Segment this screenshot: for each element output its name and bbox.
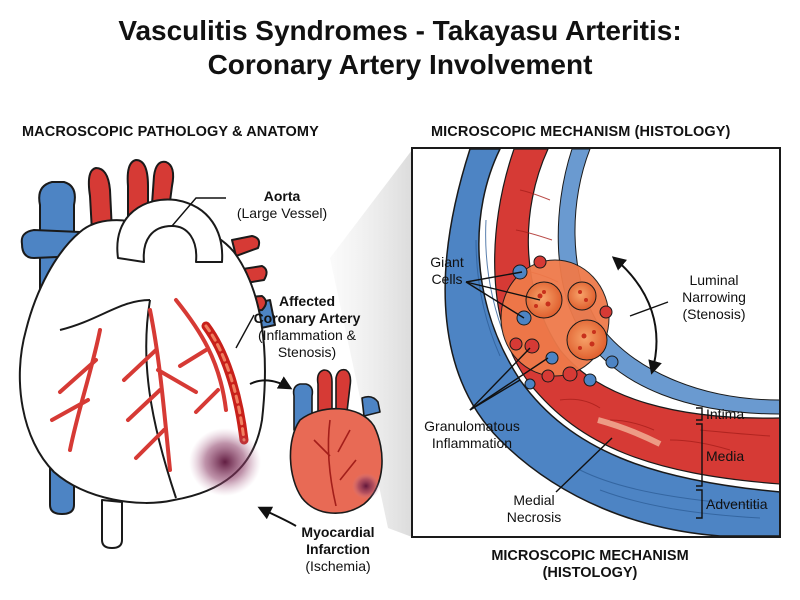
title-line-2: Coronary Artery Involvement bbox=[207, 49, 593, 80]
necrosis-line-2: Necrosis bbox=[506, 509, 562, 525]
granulomatous-line-2: Inflammation bbox=[431, 435, 513, 451]
lumen-line-3: (Stenosis) bbox=[682, 306, 746, 322]
coronary-leader bbox=[235, 314, 255, 349]
aorta-subtitle: (Large Vessel) bbox=[236, 205, 328, 221]
coronary-to-heart-arrow bbox=[249, 376, 293, 390]
micro-bottom-heading-1: MICROSCOPIC MECHANISM bbox=[491, 548, 689, 564]
giant-cells-line-1: Giant bbox=[430, 254, 464, 270]
granulomatous-leader-3 bbox=[469, 379, 521, 411]
title-line-1: Vasculitis Syndromes - Takayasu Arteriti… bbox=[118, 15, 682, 46]
intima-label: Intima bbox=[706, 406, 745, 422]
adventitia-label: Adventitia bbox=[706, 496, 768, 512]
aorta-leader bbox=[171, 197, 226, 227]
coronary-label: Affected Coronary Artery (Inflammation &… bbox=[232, 293, 382, 361]
mi-title-1: Myocardial bbox=[301, 524, 375, 540]
media-label: Media bbox=[706, 448, 745, 464]
lumen-line-2: Narrowing bbox=[682, 289, 746, 305]
necrosis-leader bbox=[555, 437, 613, 493]
giant-cells-label: Giant Cells bbox=[420, 254, 474, 288]
granulomatous-line-1: Granulomatous bbox=[424, 418, 520, 434]
giant-cells-leader-2 bbox=[465, 281, 525, 319]
micro-bottom-heading-2: (HISTOLOGY) bbox=[542, 565, 638, 581]
mi-subtitle: (Ischemia) bbox=[305, 558, 371, 574]
giant-cells-leader-3 bbox=[465, 281, 541, 301]
coronary-subtitle-1: (Inflammation & bbox=[257, 327, 357, 343]
granulomatous-leader-2 bbox=[469, 357, 549, 411]
mi-title-2: Infarction bbox=[306, 541, 370, 557]
necrosis-line-1: Medial bbox=[513, 492, 555, 508]
macro-section-heading: MACROSCOPIC PATHOLOGY & ANATOMY bbox=[22, 124, 319, 140]
giant-cells-leader-1 bbox=[465, 271, 523, 283]
giant-cells-line-2: Cells bbox=[431, 271, 463, 287]
zoom-callout-wedge bbox=[330, 150, 412, 537]
coronary-title-2: Coronary Artery bbox=[253, 310, 361, 326]
heart-illustration bbox=[18, 159, 276, 549]
lumen-line-1: Luminal bbox=[689, 272, 739, 288]
coronary-title-1: Affected bbox=[278, 293, 335, 309]
micro-bottom-heading: MICROSCOPIC MECHANISM (HISTOLOGY) bbox=[420, 548, 760, 582]
mi-pointer-arrow bbox=[257, 506, 297, 527]
luminal-narrowing-arrow bbox=[611, 256, 662, 375]
page-title: Vasculitis Syndromes - Takayasu Arteriti… bbox=[0, 14, 800, 82]
aorta-title: Aorta bbox=[263, 188, 301, 204]
luminal-narrowing-label: Luminal Narrowing (Stenosis) bbox=[664, 272, 764, 323]
media-bracket bbox=[696, 423, 703, 487]
aorta-label: Aorta (Large Vessel) bbox=[222, 188, 342, 222]
granulomatous-label: Granulomatous Inflammation bbox=[414, 418, 530, 452]
mi-label: Myocardial Infarction (Ischemia) bbox=[283, 524, 393, 575]
medial-necrosis-label: Medial Necrosis bbox=[494, 492, 574, 526]
intima-bracket bbox=[696, 407, 703, 421]
granulomatous-leader-1 bbox=[469, 347, 531, 411]
adventitia-bracket bbox=[696, 489, 703, 519]
micro-section-heading: MICROSCOPIC MECHANISM (HISTOLOGY) bbox=[431, 124, 731, 140]
coronary-subtitle-2: Stenosis) bbox=[277, 344, 337, 360]
small-heart-illustration bbox=[289, 368, 383, 514]
